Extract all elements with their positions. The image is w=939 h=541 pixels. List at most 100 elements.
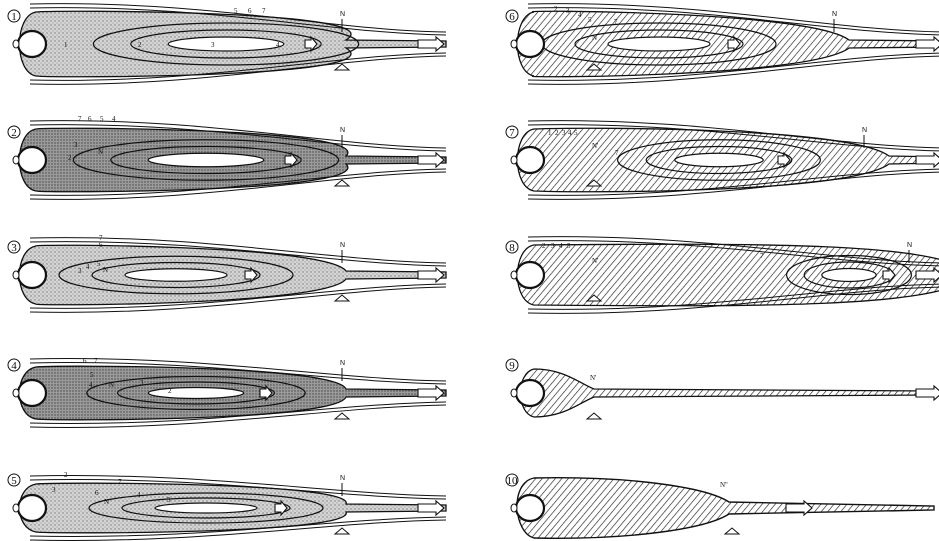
field-line-label: 6 xyxy=(95,489,99,497)
earth-marker xyxy=(13,504,19,512)
field-line-label: 2 xyxy=(555,129,559,137)
earth-marker xyxy=(511,271,517,279)
closed-field-loop xyxy=(125,269,227,282)
field-line-label: 3 xyxy=(78,267,82,275)
closed-field-loop xyxy=(155,503,257,513)
earth-marker xyxy=(511,40,517,48)
plasma-sheet-region xyxy=(20,245,447,305)
neutral-point-label: N xyxy=(907,242,912,249)
field-line-label: 4 xyxy=(112,115,116,123)
panel-number: 3 xyxy=(11,242,17,254)
closed-field-loop xyxy=(168,37,284,51)
field-line-label: 6 xyxy=(83,357,87,365)
closed-field-loop xyxy=(148,388,243,399)
field-line-label: 3 xyxy=(74,141,78,149)
panel-number: 10 xyxy=(507,475,519,487)
field-line-label: 2 xyxy=(168,387,172,395)
panel-number: 8 xyxy=(509,242,515,254)
field-line-label: 3 xyxy=(211,41,215,49)
field-line-label: 5 xyxy=(574,129,578,137)
field-line-label: N xyxy=(104,498,109,506)
field-line-label: 6 xyxy=(88,115,92,123)
panel-number: 1 xyxy=(11,11,17,23)
flow-arrow xyxy=(916,386,939,400)
flow-arrow xyxy=(418,501,444,515)
earth-body xyxy=(18,147,46,173)
field-line-label: 5 xyxy=(567,242,571,250)
triangle-marker xyxy=(335,180,349,186)
earth-marker xyxy=(13,389,19,397)
panel-10: 10N'' xyxy=(506,474,934,538)
field-line-label: 7 xyxy=(94,357,98,365)
panel-8: N82345N'7 xyxy=(506,237,939,314)
flow-arrow xyxy=(418,153,444,167)
field-line-label: 1 xyxy=(64,41,68,49)
field-line-label: N'' xyxy=(720,481,728,489)
earth-body xyxy=(516,31,544,57)
field-line-label: 2 xyxy=(542,242,546,250)
flow-arrow xyxy=(418,37,444,51)
flow-arrow xyxy=(418,386,444,400)
field-line-label: 4 xyxy=(89,381,93,389)
field-line-label: 5 xyxy=(167,496,171,504)
field-line-label: 5 xyxy=(588,16,592,24)
earth-marker xyxy=(511,156,517,164)
field-line-label: N xyxy=(103,266,108,274)
flow-arrow xyxy=(418,268,444,282)
triangle-marker xyxy=(335,295,349,301)
flow-arrow xyxy=(916,37,939,51)
field-line-label: 2 xyxy=(554,5,558,13)
field-line-label: N xyxy=(98,148,103,156)
field-line-label: 2 xyxy=(138,41,142,49)
triangle-marker xyxy=(587,413,601,419)
panel-number: 5 xyxy=(11,475,17,487)
field-line-label: N xyxy=(592,34,597,42)
field-line-label: 3 xyxy=(52,486,56,494)
field-line-label: 7 xyxy=(78,115,82,123)
closed-field-loop xyxy=(148,153,264,167)
field-line-label: N' xyxy=(590,374,596,382)
earth-body xyxy=(18,31,46,57)
field-line-label: 3 xyxy=(562,129,566,137)
field-line-label: 2 xyxy=(64,471,68,479)
field-line-label: N' xyxy=(592,257,598,265)
field-line-label: N' xyxy=(592,142,598,150)
panel-9: 9N' xyxy=(506,359,939,419)
closed-field-loop xyxy=(822,269,876,282)
neutral-point-label: N xyxy=(340,475,345,482)
earth-body xyxy=(516,147,544,173)
neutral-point-label: N xyxy=(340,11,345,18)
field-line-label: N xyxy=(109,381,114,389)
field-line-label: 6 xyxy=(99,241,103,249)
earth-body xyxy=(516,262,544,288)
earth-body xyxy=(516,495,544,521)
field-line-label: 7 xyxy=(118,478,122,486)
earth-marker xyxy=(511,504,517,512)
panel-number: 4 xyxy=(11,360,17,372)
field-line-label: 4 xyxy=(86,263,90,271)
field-line-label: 4 xyxy=(578,11,582,19)
field-line-label: 4 xyxy=(559,242,563,250)
neutral-point-label: N xyxy=(340,360,345,367)
earth-marker xyxy=(13,156,19,164)
neutral-point-label: N xyxy=(862,127,867,134)
panel-number: 9 xyxy=(509,360,515,372)
triangle-marker xyxy=(335,64,349,70)
panel-number: 2 xyxy=(11,127,17,139)
closed-field-loop xyxy=(675,153,763,167)
field-line-label: 2 xyxy=(68,154,72,162)
field-line-label: 3 xyxy=(551,242,555,250)
field-line-label: 5 xyxy=(97,260,101,268)
field-line-label: 1 xyxy=(548,129,552,137)
field-line-label: 4 xyxy=(276,41,280,49)
field-line-label: 4 xyxy=(568,129,572,137)
field-line-label: 5 xyxy=(100,115,104,123)
panel-3: N376543N xyxy=(8,234,446,312)
